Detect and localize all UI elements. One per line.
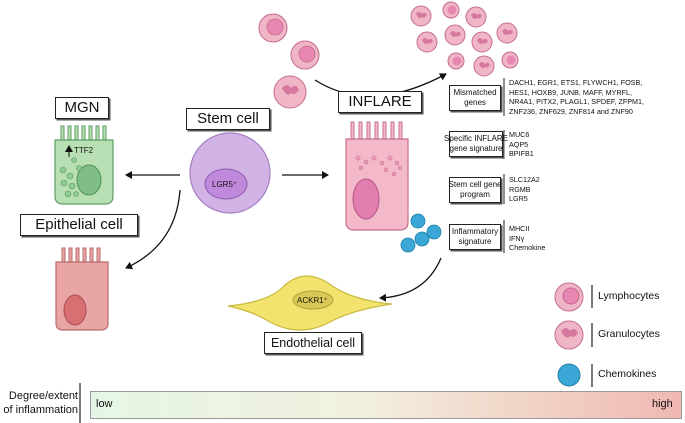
lymphocytes-legend-label: Lymphocytes: [598, 290, 660, 302]
lymphocyte-icon: [258, 13, 288, 43]
gene-line: IFNγ: [509, 233, 525, 243]
chemokines-legend-label: Chemokines: [598, 368, 657, 380]
inflare-cell: [345, 121, 409, 231]
gene-line: AQP5: [509, 139, 529, 149]
endothelial-cell: [227, 275, 393, 331]
inflammatory-signature-label-line2: signature: [458, 237, 492, 246]
epithelial-cell: [55, 247, 109, 331]
granulocyte-icon: [410, 5, 432, 27]
specific-inflare-gene-list: MUC6 AQP5 BPIFB1: [509, 130, 534, 159]
granulocyte-icon: [273, 75, 307, 109]
mismatched-genes-box: Mismatched genes: [449, 85, 501, 111]
lymphocytes-legend-icon: [554, 282, 584, 312]
gene-line: MUC6: [509, 130, 530, 139]
stem-cell: [189, 132, 271, 214]
stem-cell-program-label-line1: Stem cell gene: [448, 180, 502, 189]
chemokine-icon: [426, 224, 442, 240]
inflammation-gradient-bar: [90, 391, 682, 419]
endothelial-cell-label: Endothelial cell: [264, 332, 362, 354]
inflammatory-signature-label-line1: Inflammatory: [451, 227, 499, 236]
stem-cell-program-box: Stem cell gene program: [449, 177, 501, 203]
granulocytes-legend-label: Granulocytes: [598, 328, 660, 340]
inflare-label: INFLARE: [338, 91, 422, 113]
granulocyte-icon: [471, 31, 493, 53]
chemokine-icon: [414, 231, 430, 247]
specific-inflare-label-line2: gene signature: [449, 144, 503, 153]
gene-line: Chemokine: [509, 243, 546, 252]
ackr1-label: ACKR1⁺: [297, 296, 328, 305]
mismatched-gene-list: DACH1, EGR1, ETS1, FLYWCH1, FOSB, HES1, …: [509, 78, 644, 116]
gene-line: BPIFB1: [509, 149, 534, 158]
stem-cell-gene-list: SLC12A2 RGMB LGR5: [509, 175, 540, 204]
chemokine-icon: [400, 237, 416, 253]
arrow-inflare-to-endothelial: [379, 257, 442, 302]
inflammatory-gene-list: MHCII IFNγ Chemokine: [509, 224, 545, 253]
lgr5-label: LGR5⁺: [212, 180, 238, 189]
stem-cell-program-label-line2: program: [460, 190, 490, 199]
scale-title: Degree/extent of inflammation: [0, 389, 78, 417]
chemokines: [400, 213, 442, 253]
arrow-stem-to-epithelial: [125, 189, 181, 270]
mismatched-genes-label-line1: Mismatched: [453, 88, 497, 97]
ttf2-label: TTF2: [74, 146, 94, 155]
gene-line: SLC12A2: [509, 175, 540, 184]
epithelial-cell-label: Epithelial cell: [20, 214, 138, 236]
granulocyte-icon: [444, 24, 466, 46]
mgn-label: MGN: [55, 97, 109, 119]
chemokine-icon: [410, 213, 426, 229]
scale-low-label: low: [96, 398, 113, 410]
stem-cell-label: Stem cell: [186, 108, 270, 130]
recruited-immune-cells: [410, 1, 519, 77]
legend-icons: [554, 282, 593, 387]
granulocyte-icon: [473, 55, 495, 77]
gene-line: LGR5: [509, 194, 528, 203]
incoming-immune-cells: [258, 13, 320, 109]
granulocyte-icon: [496, 22, 518, 44]
gene-line: DACH1, EGR1, ETS1, FLYWCH1, FOSB,: [509, 78, 643, 87]
gene-line: HES1, HOXB9, JUNB, MAFF, MYRFL,: [509, 87, 633, 97]
chemokines-legend-icon: [557, 363, 581, 387]
scale-high-label: high: [652, 398, 673, 410]
lymphocyte-icon: [501, 51, 519, 69]
specific-inflare-box: Specific INFLARE gene signature: [444, 131, 508, 157]
gene-line: ZNF236, ZNF629, ZNF814 and ZNF90: [509, 106, 633, 116]
lymphocyte-icon: [447, 52, 465, 70]
inflammatory-signature-box: Inflammatory signature: [449, 224, 501, 250]
granulocyte-icon: [465, 6, 487, 28]
scale-title-line1: Degree/extent: [8, 390, 78, 402]
granulocytes-legend-icon: [554, 320, 584, 350]
gene-line: RGMB: [509, 184, 531, 194]
gene-line: NR4A1, PITX2, PLAGL1, SPDEF, ZFPM1,: [509, 97, 645, 106]
mismatched-genes-label-line2: genes: [464, 98, 486, 107]
granulocyte-icon: [416, 31, 438, 53]
scale-title-line2: of inflammation: [3, 404, 78, 416]
mgn-cell: [54, 125, 114, 205]
lymphocyte-icon: [442, 1, 460, 19]
gene-line: MHCII: [509, 224, 530, 233]
lymphocyte-icon: [290, 40, 320, 70]
specific-inflare-label-line1: Specific INFLARE: [443, 134, 509, 143]
